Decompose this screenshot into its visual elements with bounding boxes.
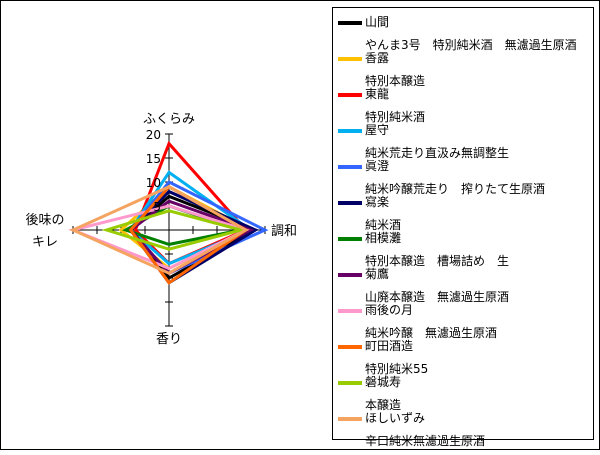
series-polygon-10 — [101, 209, 247, 251]
legend-entry: 寫楽純米酒 — [333, 191, 593, 239]
legend-series-subtitle: やんま3号 特別純米酒 無濾過生原酒 — [365, 38, 577, 52]
series-polygon-11 — [69, 185, 249, 275]
legend-swatch — [338, 21, 362, 25]
legend-entry: 香露特別本醸造 — [333, 47, 593, 95]
legend-series-name: 香露 — [365, 51, 390, 65]
legend-series-name: 山間 — [365, 15, 390, 29]
legend-swatch — [338, 129, 362, 133]
legend-series-name: 雨後の月 — [365, 303, 414, 317]
legend-entry: 屋守純米荒走り直汲み無調整生 — [333, 119, 593, 167]
legend-swatch — [338, 381, 362, 385]
legend-series-subtitle: 特別純米55 — [365, 362, 429, 376]
legend-series-name: 町田酒造 — [365, 339, 414, 353]
legend-series-subtitle: 特別本醸造 — [365, 74, 426, 88]
legend-series-subtitle: 本醸造 — [365, 398, 402, 412]
legend-swatch — [338, 93, 362, 97]
legend-entry: 磐城寿本醸造 — [333, 371, 593, 419]
legend-series-subtitle: 特別純米酒 — [365, 110, 426, 124]
tick-label-15: 15 — [146, 152, 161, 166]
legend-swatch — [338, 57, 362, 61]
radar-series — [68, 140, 269, 285]
legend-series-subtitle: 純米酒 — [365, 218, 402, 232]
legend-series-subtitle: 特別本醸造 槽場詰め 生 — [365, 254, 510, 268]
legend-entry: 眞澄純米吟醸荒走り 搾りたて生原酒 — [333, 155, 593, 203]
legend-series-subtitle: 純米吟醸荒走り 搾りたて生原酒 — [365, 182, 546, 196]
legend-series-name: 相模灘 — [365, 231, 402, 245]
legend-series-name: 東龍 — [365, 87, 390, 101]
tick-label-5: 5 — [153, 200, 161, 214]
legend-swatch — [338, 309, 362, 313]
legend-entry: ほしいずみ辛口純米無濾過生原酒 — [333, 407, 593, 455]
legend-swatch — [338, 345, 362, 349]
legend-series-subtitle: 山廃本醸造 無濾過生原酒 — [365, 290, 510, 304]
legend-swatch — [338, 201, 362, 205]
axis-label-fukurami: ふくらみ — [143, 112, 195, 127]
legend-series-name: ほしいずみ — [365, 411, 426, 425]
legend-series-name: 寫楽 — [365, 195, 390, 209]
legend-series-name: 磐城寿 — [365, 375, 402, 389]
axis-label-harmony: 調和 — [271, 224, 297, 239]
legend-entry: 山間やんま3号 特別純米酒 無濾過生原酒 — [333, 11, 593, 59]
legend: 山間やんま3号 特別純米酒 無濾過生原酒香露特別本醸造東龍特別純米酒屋守純米荒走… — [332, 7, 594, 448]
radar-tick-labels: 20 15 10 5 — [146, 128, 161, 214]
legend-series-subtitle: 辛口純米無濾過生原酒 — [365, 434, 486, 448]
legend-entry: 菊鷹山廃本醸造 無濾過生原酒 — [333, 263, 593, 311]
tick-label-20: 20 — [146, 128, 161, 142]
legend-series-subtitle: 純米荒走り直汲み無調整生 — [365, 146, 510, 160]
legend-series-subtitle: 純米吟醸 無濾過生原酒 — [365, 326, 498, 340]
legend-swatch — [338, 273, 362, 277]
legend-swatch — [338, 165, 362, 169]
axis-label-aroma: 香り — [156, 332, 182, 347]
tick-label-10: 10 — [146, 176, 161, 190]
legend-swatch — [338, 417, 362, 421]
legend-entry: 雨後の月純米吟醸 無濾過生原酒 — [333, 299, 593, 347]
legend-series-name: 眞澄 — [365, 159, 390, 173]
legend-entry: 町田酒造特別純米55 — [333, 335, 593, 383]
axis-label-aftertaste: 後味のキレ — [25, 213, 64, 250]
legend-swatch — [338, 237, 362, 241]
legend-series-name: 屋守 — [365, 123, 390, 137]
legend-entry: 東龍特別純米酒 — [333, 83, 593, 131]
legend-series-name: 菊鷹 — [365, 267, 390, 281]
legend-entry: 相模灘特別本醸造 槽場詰め 生 — [333, 227, 593, 275]
